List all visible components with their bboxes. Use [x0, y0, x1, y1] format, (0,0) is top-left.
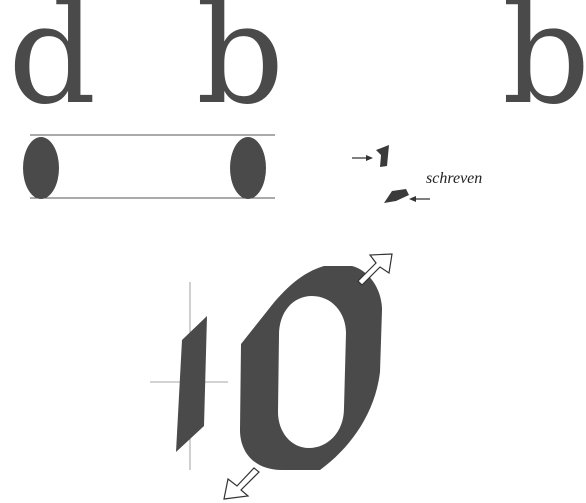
serif-bottom	[384, 189, 409, 203]
hollow-arrow-icon	[358, 254, 392, 285]
slanted-bowl	[240, 266, 382, 470]
schreven-label: schreven	[426, 170, 482, 188]
arrow-right-icon	[352, 155, 373, 161]
stem-section-left	[23, 137, 59, 199]
stem-section-right	[230, 137, 266, 199]
arrow-left-icon	[409, 196, 430, 202]
hollow-arrow-icon	[224, 468, 259, 499]
slanted-stem	[176, 316, 207, 452]
stroke-width-guide	[23, 135, 275, 199]
serif-top	[376, 145, 389, 167]
serif-detail	[352, 145, 430, 203]
